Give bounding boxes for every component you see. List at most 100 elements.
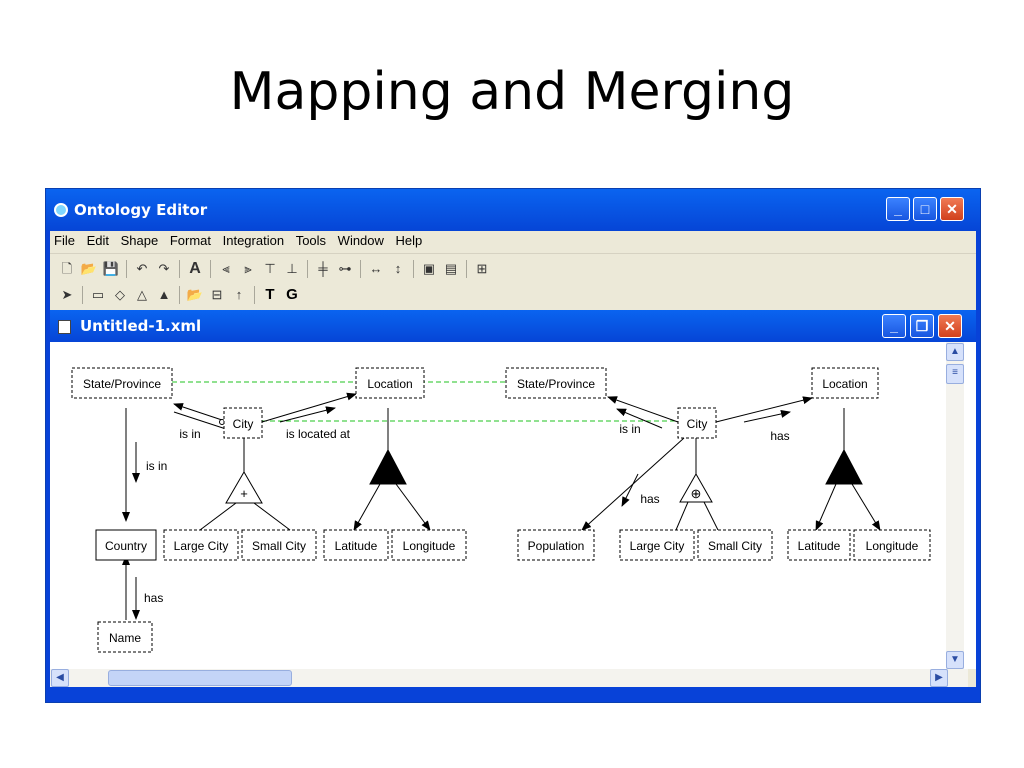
toolbar-separator: [307, 260, 308, 278]
horizontal-scrollbar[interactable]: ◀ ▶: [50, 669, 976, 687]
center-horizontal-icon[interactable]: ⊶: [338, 261, 352, 276]
label-r-rel-has-pop: has: [640, 492, 659, 506]
edge-r-city-location: [715, 396, 813, 423]
label-name: Name: [109, 631, 141, 645]
group-tool[interactable]: G: [286, 286, 298, 303]
same-width-icon[interactable]: ↔: [369, 261, 383, 276]
menu-help[interactable]: Help: [395, 233, 423, 248]
scroll-right-icon[interactable]: ▶: [930, 669, 948, 687]
vertical-scrollbar[interactable]: ▲ ≡ ▼: [946, 342, 964, 669]
doc-close-button[interactable]: ✕: [938, 314, 962, 338]
label-rel-is-in-side: is in: [146, 459, 167, 473]
label-r-latitude: Latitude: [798, 539, 841, 553]
doc-minimize-button[interactable]: _: [882, 314, 906, 338]
toolbar-separator: [210, 260, 211, 278]
minimize-button[interactable]: _: [886, 197, 910, 221]
node-location: [355, 367, 425, 399]
new-file-icon[interactable]: 🗋: [61, 261, 73, 276]
label-rel-has: has: [144, 591, 163, 605]
open-folder-icon[interactable]: 📂: [186, 287, 204, 302]
hierarchy-icon[interactable]: ⊟: [211, 287, 223, 302]
send-back-icon[interactable]: ▤: [444, 261, 458, 276]
window-titlebar[interactable]: Ontology Editor _ □ ✕: [46, 189, 980, 231]
undo-icon[interactable]: ↶: [136, 261, 148, 276]
node-latitude: [323, 529, 389, 561]
menu-tools[interactable]: Tools: [295, 233, 327, 248]
select-pointer-icon[interactable]: ➤: [61, 287, 73, 302]
font-icon[interactable]: A: [189, 260, 201, 277]
edge-r-large-city: [675, 501, 689, 531]
node-r-longitude: [853, 529, 931, 561]
same-height-icon[interactable]: ↕: [394, 261, 402, 276]
maximize-button[interactable]: □: [913, 197, 937, 221]
open-folder-icon[interactable]: 📂: [80, 261, 98, 276]
label-small-city: Small City: [252, 539, 306, 553]
redo-icon[interactable]: ↷: [158, 261, 170, 276]
scroll-corner: [968, 669, 976, 687]
align-left-icon[interactable]: ⫷: [222, 261, 230, 276]
layout-tree-icon[interactable]: ⊞: [476, 261, 488, 276]
bring-front-icon[interactable]: ▣: [422, 261, 436, 276]
node-city: [223, 407, 263, 439]
diamond-icon[interactable]: ◇: [115, 287, 125, 302]
ontology-editor-window: Ontology Editor _ □ ✕ File Edit Shape Fo…: [45, 188, 981, 703]
label-r-population: Population: [528, 539, 585, 553]
edge-r-small-city: [703, 501, 719, 531]
edge-r-city-state: [607, 396, 679, 423]
document-titlebar[interactable]: Untitled-1.xml _ ❐ ✕: [50, 310, 976, 342]
edge-city-location: [261, 392, 357, 423]
edge-r-longitude: [851, 483, 881, 531]
save-icon[interactable]: 💾: [102, 261, 120, 276]
rectangle-icon[interactable]: ▭: [91, 287, 105, 302]
menu-format[interactable]: Format: [169, 233, 211, 248]
document-icon: [58, 320, 71, 334]
edge-city-state-back: [173, 411, 227, 430]
document-title: Untitled-1.xml: [80, 317, 202, 335]
label-latitude: Latitude: [335, 539, 378, 553]
label-city: City: [233, 417, 254, 431]
toolbar-row-2: ➤ ▭ ◇ △ ▲ 📂 ⊟ ↑ T G: [56, 282, 303, 308]
menu-window[interactable]: Window: [337, 233, 384, 248]
align-right-icon[interactable]: ⫸: [244, 261, 252, 276]
doc-restore-button[interactable]: ❐: [910, 314, 934, 338]
center-vertical-icon[interactable]: ╪: [318, 261, 328, 276]
label-r-location: Location: [822, 377, 867, 391]
menu-integration[interactable]: Integration: [222, 233, 285, 248]
menu-shape[interactable]: Shape: [120, 233, 159, 248]
toolbars: 🗋 📂 💾 ↶ ↷ A ⫷ ⫸ ⊤ ⊥ ╪ ⊶ ↔ ↕ ▣ ▤ ⊞ ➤: [50, 253, 976, 310]
align-top-icon[interactable]: ⊤: [264, 261, 276, 276]
edge-small-city: [253, 502, 291, 531]
label-r-rel-has-loc: has: [770, 429, 789, 443]
arrow-up-icon[interactable]: ↑: [235, 287, 243, 302]
node-longitude: [391, 529, 467, 561]
label-r-rel-is-in: is in: [619, 422, 640, 436]
toolbar-separator: [179, 286, 180, 304]
node-r-small-city: [697, 529, 773, 561]
menu-edit[interactable]: Edit: [86, 233, 109, 248]
edge-large-city: [199, 502, 237, 531]
triangle-filled-icon[interactable]: ▲: [157, 287, 171, 302]
diagram-canvas[interactable]: State/Province Location City Country Nam…: [50, 342, 976, 669]
scroll-thumb-horizontal[interactable]: [108, 670, 292, 686]
triangle-outline-icon[interactable]: △: [137, 287, 147, 302]
scroll-up-icon[interactable]: ▲: [946, 343, 964, 361]
label-rel-located: is located at: [286, 427, 351, 441]
edge-r-has-arrow: [743, 410, 791, 423]
scroll-left-icon[interactable]: ◀: [51, 669, 69, 687]
scroll-down-icon[interactable]: ▼: [946, 651, 964, 669]
scroll-thumb-vertical[interactable]: ≡: [946, 364, 964, 384]
close-button[interactable]: ✕: [940, 197, 964, 221]
label-large-city: Large City: [174, 539, 229, 553]
menu-file[interactable]: File: [54, 233, 75, 248]
edge-r-latitude: [815, 483, 837, 531]
ontology-diagram: State/Province Location City Country Nam…: [71, 367, 931, 653]
label-r-large-city: Large City: [630, 539, 685, 553]
node-country: [95, 529, 157, 561]
app-icon: [54, 203, 68, 217]
r-subclass-triangle: [679, 472, 713, 503]
label-rel-is-in-top: is in: [179, 427, 200, 441]
toolbar-separator: [126, 260, 127, 278]
align-bottom-icon[interactable]: ⊥: [286, 261, 298, 276]
text-tool[interactable]: T: [265, 286, 275, 303]
edge-city-location-short: [279, 406, 336, 423]
